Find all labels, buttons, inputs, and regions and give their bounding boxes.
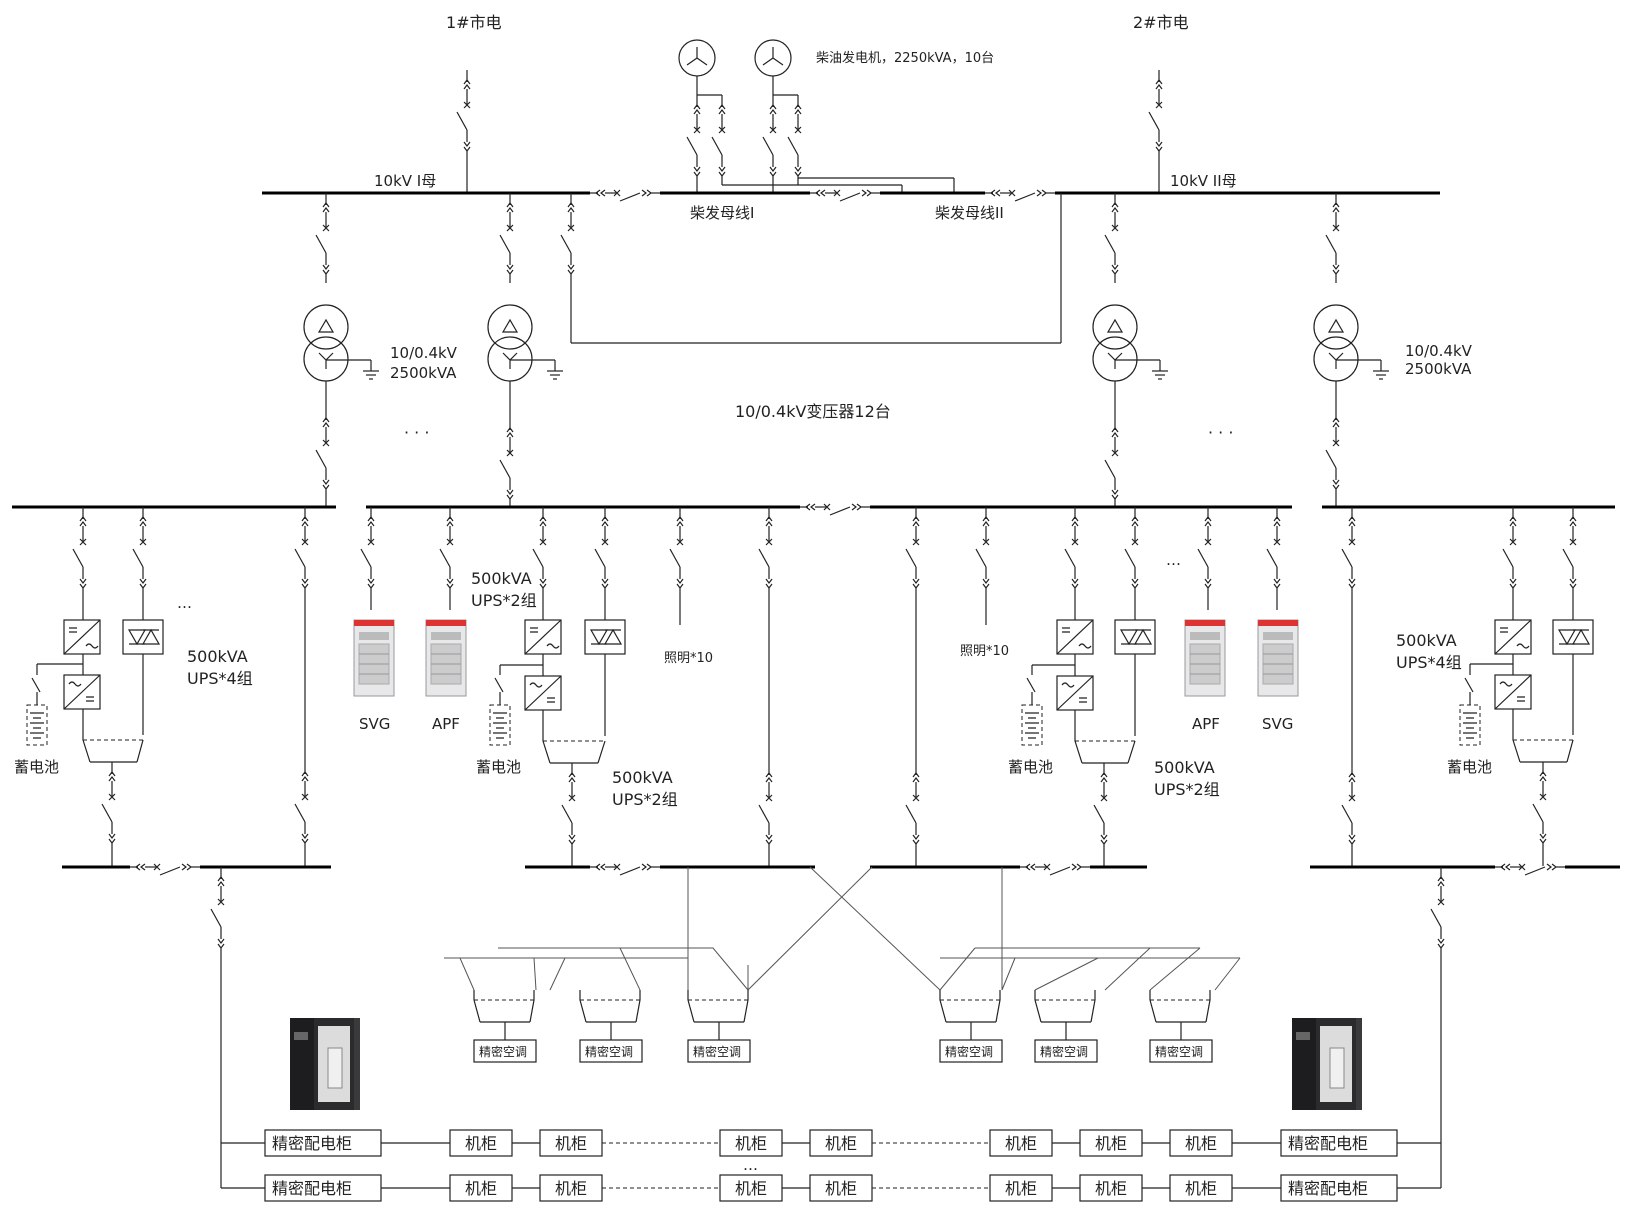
svg-cabinet-left bbox=[353, 619, 395, 697]
crac-unit-5 bbox=[1034, 989, 1096, 1041]
apf-cabinet-left bbox=[425, 619, 467, 697]
battery-label-3: 蓄电池 bbox=[1008, 758, 1053, 776]
ups-g2-lb-1: 500kVA bbox=[612, 768, 673, 787]
transformer-left-spec-2: 2500kVA bbox=[390, 364, 457, 382]
battery-label-4: 蓄电池 bbox=[1447, 758, 1492, 776]
cabinet-label-9: 机柜 bbox=[555, 1179, 587, 1198]
transformer-feeder-3 bbox=[1092, 192, 1169, 509]
pdc-label-2: 精密配电柜 bbox=[1288, 1134, 1368, 1153]
generator-symbol-1 bbox=[678, 39, 716, 77]
crac-unit-4 bbox=[939, 989, 1001, 1041]
utility2-label: 2#市电 bbox=[1133, 13, 1189, 32]
ups-g4-left-1: 500kVA bbox=[187, 647, 248, 666]
ellipsis-transformers-right: · · · bbox=[1208, 423, 1233, 442]
gen-breaker-3 bbox=[762, 94, 777, 186]
transformer-left-spec-1: 10/0.4kV bbox=[390, 344, 458, 362]
cabinet-label-13: 机柜 bbox=[1095, 1179, 1127, 1198]
ups-g2-l-1: 500kVA bbox=[471, 569, 532, 588]
ups-g4-left-2: UPS*4组 bbox=[187, 669, 253, 688]
cabinet-label-2: 机柜 bbox=[555, 1134, 587, 1153]
cabinet-label-12: 机柜 bbox=[1005, 1179, 1037, 1198]
apf-cabinet-right bbox=[1184, 619, 1226, 697]
lighting-label-left: 照明*10 bbox=[664, 651, 713, 666]
ellipsis-racks: … bbox=[743, 1156, 758, 1174]
svg-cabinet-right bbox=[1257, 619, 1299, 697]
pdc-cabinet-graphic-left bbox=[289, 1017, 361, 1111]
cabinet-label-1: 机柜 bbox=[465, 1134, 497, 1153]
cabinet-label-3: 机柜 bbox=[735, 1134, 767, 1153]
battery-label-1: 蓄电池 bbox=[14, 758, 59, 776]
crac-feed-network bbox=[444, 866, 1241, 991]
transformer-feeder-1 bbox=[303, 192, 380, 499]
cabinet-label-11: 机柜 bbox=[825, 1179, 857, 1198]
svg-label-right: SVG bbox=[1262, 715, 1293, 733]
crac-label-1: 精密空调 bbox=[479, 1044, 527, 1059]
crac-label-5: 精密空调 bbox=[1040, 1044, 1088, 1059]
ups-g2-r-2: UPS*2组 bbox=[1154, 780, 1220, 799]
utility2-breaker bbox=[1148, 69, 1163, 161]
cabinet-label-8: 机柜 bbox=[465, 1179, 497, 1198]
transformer-feeder-4 bbox=[1313, 192, 1390, 499]
transformer-right-spec-1: 10/0.4kV bbox=[1405, 342, 1473, 360]
crac-label-3: 精密空调 bbox=[693, 1044, 741, 1059]
mv-bus-2-label: 10kV II母 bbox=[1170, 172, 1237, 190]
ellipsis-bus1: … bbox=[177, 594, 192, 612]
utility1-label: 1#市电 bbox=[446, 13, 502, 32]
crac-unit-6 bbox=[1149, 989, 1211, 1041]
crac-unit-1 bbox=[473, 989, 535, 1041]
apf-label-left: APF bbox=[432, 715, 460, 733]
cabinet-label-6: 机柜 bbox=[1095, 1134, 1127, 1153]
rack-row-1: 精密配电柜 机柜 机柜 机柜 机柜 机柜 机柜 机柜 精密配电柜 bbox=[264, 1129, 1398, 1157]
battery-label-2: 蓄电池 bbox=[476, 758, 521, 776]
gen-breaker-4 bbox=[787, 94, 802, 186]
ups-g4-right-2: UPS*4组 bbox=[1396, 653, 1462, 672]
crac-label-6: 精密空调 bbox=[1155, 1044, 1203, 1059]
gen-bus-1-label: 柴发母线I bbox=[690, 204, 754, 222]
svg-label-left: SVG bbox=[359, 715, 390, 733]
generator-symbol-2 bbox=[754, 39, 792, 77]
crac-unit-3 bbox=[687, 989, 749, 1041]
cabinet-label-14: 机柜 bbox=[1185, 1179, 1217, 1198]
pdc-label-1: 精密配电柜 bbox=[272, 1134, 352, 1153]
pdc-label-3: 精密配电柜 bbox=[272, 1179, 352, 1198]
cabinet-label-5: 机柜 bbox=[1005, 1134, 1037, 1153]
ups-g4-right-1: 500kVA bbox=[1396, 631, 1457, 650]
ellipsis-transformers-left: · · · bbox=[404, 423, 429, 442]
gen-breaker-1 bbox=[686, 94, 701, 186]
crac-unit-2 bbox=[579, 989, 641, 1041]
generator-label: 柴油发电机，2250kVA，10台 bbox=[816, 50, 994, 66]
lighting-label-right: 照明*10 bbox=[960, 644, 1009, 659]
ellipsis-bus3: … bbox=[1166, 551, 1181, 569]
pdc-cabinet-graphic-right bbox=[1291, 1017, 1363, 1111]
cabinet-label-10: 机柜 bbox=[735, 1179, 767, 1198]
pdc-label-4: 精密配电柜 bbox=[1288, 1179, 1368, 1198]
ups-g2-lb-2: UPS*2组 bbox=[612, 790, 678, 809]
ups-g2-r-1: 500kVA bbox=[1154, 758, 1215, 777]
gen-breaker-2 bbox=[711, 94, 726, 186]
transformer-feeder-2 bbox=[487, 192, 564, 509]
cabinet-label-4: 机柜 bbox=[825, 1134, 857, 1153]
crac-label-2: 精密空调 bbox=[585, 1044, 633, 1059]
transformer-right-spec-2: 2500kVA bbox=[1405, 360, 1472, 378]
gen-bus-2-label: 柴发母线II bbox=[935, 204, 1004, 222]
rack-row-2: 精密配电柜 机柜 机柜 机柜 机柜 机柜 机柜 机柜 精密配电柜 bbox=[264, 1174, 1398, 1202]
mv-bus-1-label: 10kV I母 bbox=[374, 172, 436, 190]
cabinet-label-7: 机柜 bbox=[1185, 1134, 1217, 1153]
apf-label-right: APF bbox=[1192, 715, 1220, 733]
crac-label-4: 精密空调 bbox=[945, 1044, 993, 1059]
ups-g2-l-2: UPS*2组 bbox=[471, 591, 537, 610]
transformer-caption: 10/0.4kV变压器12台 bbox=[735, 402, 891, 421]
utility1-breaker bbox=[456, 69, 471, 161]
